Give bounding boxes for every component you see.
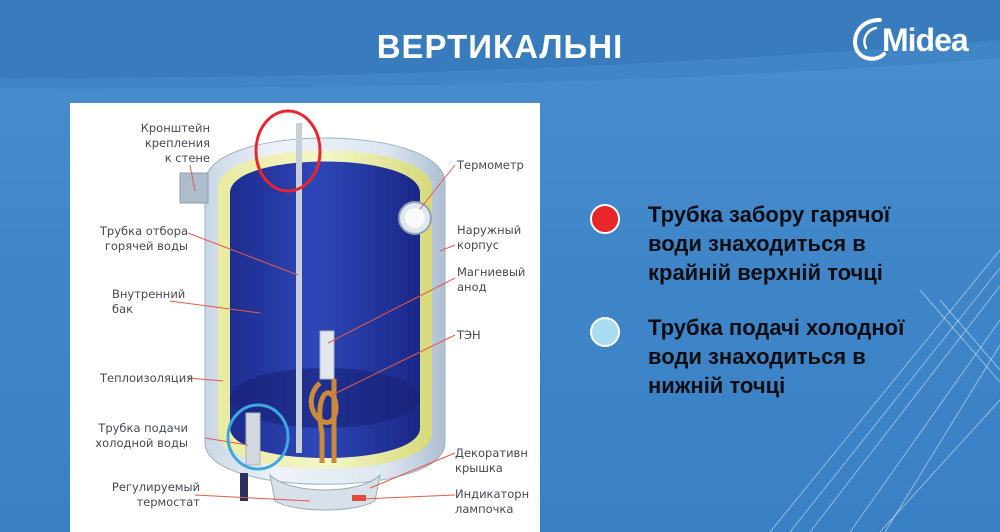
label-anode: Магниевый анод — [457, 265, 526, 294]
bullet-text: Трубка подачі холодної води знаходиться … — [648, 315, 905, 398]
label-bracket: Кронштейн крепления к стене — [140, 121, 210, 165]
boiler-illustration — [169, 109, 456, 511]
label-inner-tank: Внутренний бак — [112, 287, 186, 316]
brand-logo: Midea — [850, 12, 995, 68]
label-indicator: Индикаторн лампочка — [455, 487, 530, 516]
red-dot-icon — [590, 204, 620, 234]
header-banner — [0, 0, 1000, 89]
boiler-diagram: Кронштейн крепления к стене Трубка отбор… — [70, 103, 540, 532]
label-outer-case: Наружный корпус — [457, 223, 522, 252]
slide-title: ВЕРТИКАЛЬНІ — [376, 28, 624, 65]
label-cold-pipe: Трубка подачи холодной воды — [95, 421, 188, 450]
logo-text: Midea — [882, 22, 969, 58]
label-thermometer: Термометр — [457, 158, 524, 172]
light-blue-dot-icon — [590, 317, 620, 347]
label-cover: Декоративн крышка — [455, 446, 528, 475]
bullet-cold-water: Трубка подачі холодної води знаходиться … — [590, 313, 950, 400]
cold-pipe-marker — [226, 403, 290, 471]
hot-pipe-marker — [254, 109, 322, 193]
label-hot-pipe: Трубка отбора горячей воды — [99, 224, 188, 253]
label-thermostat: Регулируемый термостат — [111, 480, 200, 509]
midea-swirl-icon — [853, 18, 886, 61]
bullet-hot-water: Трубка забору гарячої води знаходиться в… — [590, 200, 950, 287]
bullet-text: Трубка забору гарячої води знаходиться в… — [648, 202, 891, 285]
bullet-list: Трубка забору гарячої води знаходиться в… — [590, 200, 950, 426]
label-insulation: Теплоизоляция — [100, 371, 194, 385]
label-heater: ТЭН — [457, 328, 481, 342]
